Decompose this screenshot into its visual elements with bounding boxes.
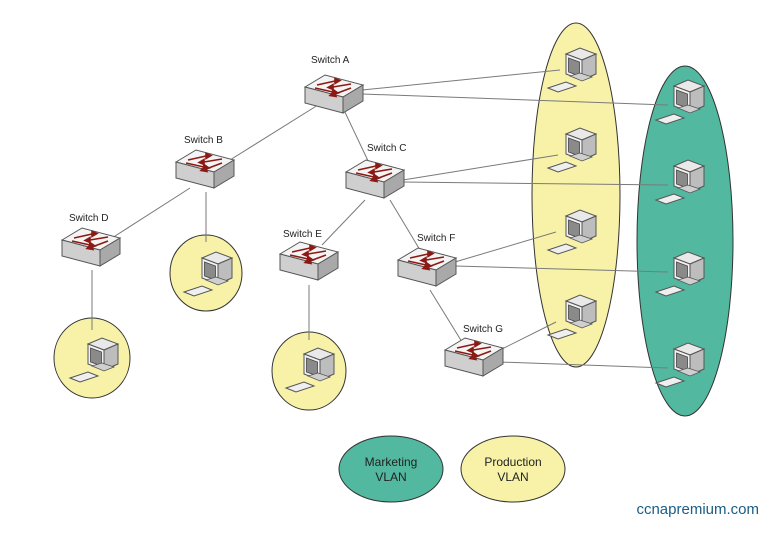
watermark: ccnapremium.com xyxy=(636,501,759,518)
link-c-prod2 xyxy=(402,154,559,181)
link-a-prod1 xyxy=(361,69,561,91)
link-b-d xyxy=(111,187,191,239)
link-c-f xyxy=(389,199,421,251)
switch-c xyxy=(345,159,405,199)
network-links xyxy=(91,69,669,369)
production-vlan-group-oval xyxy=(531,22,621,368)
marketing-vlan-group-oval xyxy=(636,65,734,417)
legend: Marketing VLAN Production VLAN xyxy=(338,435,566,503)
legend-marketing-line2: VLAN xyxy=(375,470,406,484)
switch-c-label: Switch C xyxy=(367,143,406,154)
link-f-mkt3 xyxy=(454,265,669,273)
link-f-prod3 xyxy=(454,231,557,263)
link-c-mkt2 xyxy=(402,181,669,186)
legend-production-swatch xyxy=(460,435,566,503)
switch-f-label: Switch F xyxy=(417,233,455,244)
link-a-b xyxy=(221,104,319,166)
link-a-c xyxy=(342,107,371,166)
legend-production-line1: Production xyxy=(484,455,541,469)
switch-e xyxy=(279,241,339,281)
link-g-mkt4 xyxy=(499,361,669,369)
legend-marketing-swatch xyxy=(338,435,444,503)
switch-a-label: Switch A xyxy=(311,55,350,66)
legend-production-line2: VLAN xyxy=(497,470,528,484)
switch-b xyxy=(175,149,235,189)
switch-d-label: Switch D xyxy=(69,213,108,224)
link-c-e xyxy=(321,199,366,246)
link-a-mkt1 xyxy=(361,93,669,106)
link-g-prod4 xyxy=(499,321,557,351)
switch-b-label: Switch B xyxy=(184,135,223,146)
switch-d xyxy=(61,227,121,267)
legend-marketing-line1: Marketing xyxy=(365,455,418,469)
switch-g-label: Switch G xyxy=(463,324,503,335)
link-f-g xyxy=(429,289,463,343)
switch-e-label: Switch E xyxy=(283,229,322,240)
switch-f xyxy=(397,247,457,287)
switch-g xyxy=(444,337,504,377)
